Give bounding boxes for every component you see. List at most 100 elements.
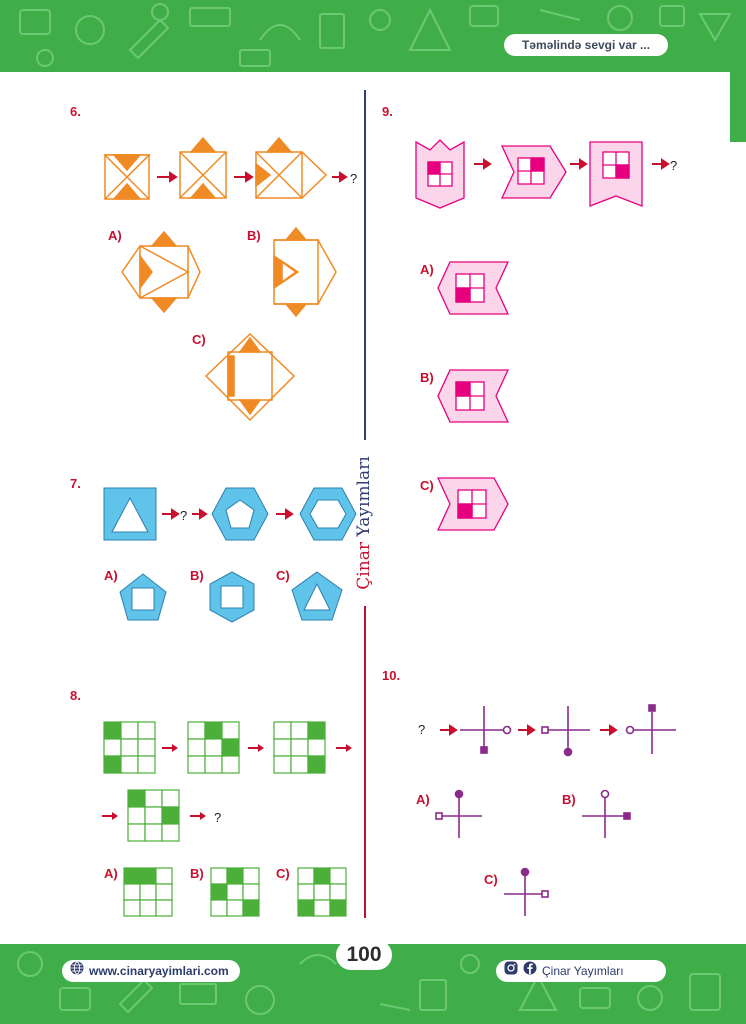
facebook-icon[interactable] [523, 960, 537, 982]
arrowhead [346, 744, 352, 752]
grid-cell [242, 867, 260, 885]
grid-cell [161, 823, 180, 842]
q10-option-c-label[interactable]: C) [484, 872, 498, 887]
grid-cell [226, 899, 244, 917]
page-number: 100 [336, 940, 392, 970]
grid-cell [221, 721, 240, 740]
grid-cell [273, 738, 292, 757]
motto-badge: Təməlində sevgi var ... [504, 34, 668, 56]
q9-option-b-figure[interactable] [436, 366, 512, 428]
q6-sequence [103, 136, 348, 200]
grid-cell [226, 883, 244, 901]
grid-cell [120, 738, 139, 757]
grid-cell [144, 789, 163, 808]
q7-option-c-label[interactable]: C) [276, 568, 290, 583]
q9-option-b-label[interactable]: B) [420, 370, 434, 385]
q8-sequence-row-1 [103, 721, 352, 774]
q6-option-a-figure[interactable] [120, 226, 202, 318]
arrowhead [172, 744, 178, 752]
q9-sequence [415, 139, 670, 209]
q8-option-c-figure[interactable] [294, 866, 350, 920]
grid-cell [127, 806, 146, 825]
q9-option-a-label[interactable]: A) [420, 262, 434, 277]
q10-option-b-figure[interactable] [578, 786, 638, 842]
q6-option-c-label[interactable]: C) [192, 332, 206, 347]
globe-icon [70, 960, 84, 982]
grid-cell [161, 789, 180, 808]
grid-cell [103, 755, 122, 774]
q9-option-c-figure[interactable] [436, 474, 512, 536]
grid-cell [290, 738, 309, 757]
q8-option-b-figure[interactable] [207, 866, 263, 920]
q10-option-a-figure[interactable] [432, 786, 486, 842]
q7-option-a-label[interactable]: A) [104, 568, 118, 583]
q6-option-b-figure[interactable] [258, 226, 340, 318]
instagram-icon[interactable] [504, 960, 518, 982]
q10-option-c-figure[interactable] [498, 864, 556, 920]
grid-cell [187, 738, 206, 757]
side-tab [730, 72, 746, 142]
grid-cell [137, 755, 156, 774]
grid-cell [242, 899, 260, 917]
grid-cell [307, 721, 326, 740]
grid-cell [155, 883, 173, 901]
q10-option-b-label[interactable]: B) [562, 792, 576, 807]
grid-cell [127, 823, 146, 842]
arrowhead [200, 812, 206, 820]
grid-cell [210, 867, 228, 885]
q6-option-b-label[interactable]: B) [247, 228, 261, 243]
grid-cell [297, 883, 315, 901]
arrowhead [112, 812, 118, 820]
q8-option-b-label[interactable]: B) [190, 866, 204, 881]
q7-number: 7. [70, 476, 81, 491]
grid-cell [204, 721, 223, 740]
q6-option-c-figure[interactable] [204, 330, 296, 424]
grid-cell [226, 867, 244, 885]
grid-cell [307, 738, 326, 757]
grid-cell [120, 721, 139, 740]
q7-option-b-figure[interactable] [206, 570, 258, 626]
q8-option-a-label[interactable]: A) [104, 866, 118, 881]
grid-cell [290, 755, 309, 774]
footer-doodles [17, 951, 721, 1015]
q9-option-a-figure[interactable] [436, 258, 512, 320]
grid-cell [123, 883, 141, 901]
website-pill[interactable]: www.cinaryayimlari.com [62, 960, 240, 982]
grid-cell [103, 738, 122, 757]
grid-cell [137, 738, 156, 757]
q7-sequence [103, 487, 357, 541]
grid-cell [297, 899, 315, 917]
grid-cell [297, 867, 315, 885]
grid-cell [329, 867, 347, 885]
grid-cell [123, 867, 141, 885]
grid-cell [290, 721, 309, 740]
grid-cell [329, 899, 347, 917]
header-doodles [19, 3, 732, 67]
q10-option-a-label[interactable]: A) [416, 792, 430, 807]
social-pill[interactable]: Çinar Yayımları [496, 960, 666, 982]
q9-number: 9. [382, 104, 393, 119]
grid-cell [313, 899, 331, 917]
q9-option-c-label[interactable]: C) [420, 478, 434, 493]
q10-number: 10. [382, 668, 401, 683]
grid-cell [187, 755, 206, 774]
grid-cell [161, 806, 180, 825]
social-name[interactable]: Çinar Yayımları [542, 964, 624, 978]
q7-option-b-label[interactable]: B) [190, 568, 204, 583]
q6-option-a-label[interactable]: A) [108, 228, 122, 243]
grid-cell [155, 899, 173, 917]
grid-cell [144, 823, 163, 842]
grid-cell [123, 899, 141, 917]
grid-cell [313, 867, 331, 885]
website-url[interactable]: www.cinaryayimlari.com [89, 964, 229, 978]
grid-cell [221, 755, 240, 774]
q8-option-c-label[interactable]: C) [276, 866, 290, 881]
grid-cell [187, 721, 206, 740]
q8-option-a-figure[interactable] [120, 866, 176, 920]
grid-cell [307, 755, 326, 774]
column-divider-top [364, 90, 366, 440]
grid-cell [139, 867, 157, 885]
q7-option-a-figure[interactable] [118, 572, 168, 624]
q10-question-mark: ? [418, 722, 426, 737]
q7-option-c-figure[interactable] [290, 570, 344, 624]
